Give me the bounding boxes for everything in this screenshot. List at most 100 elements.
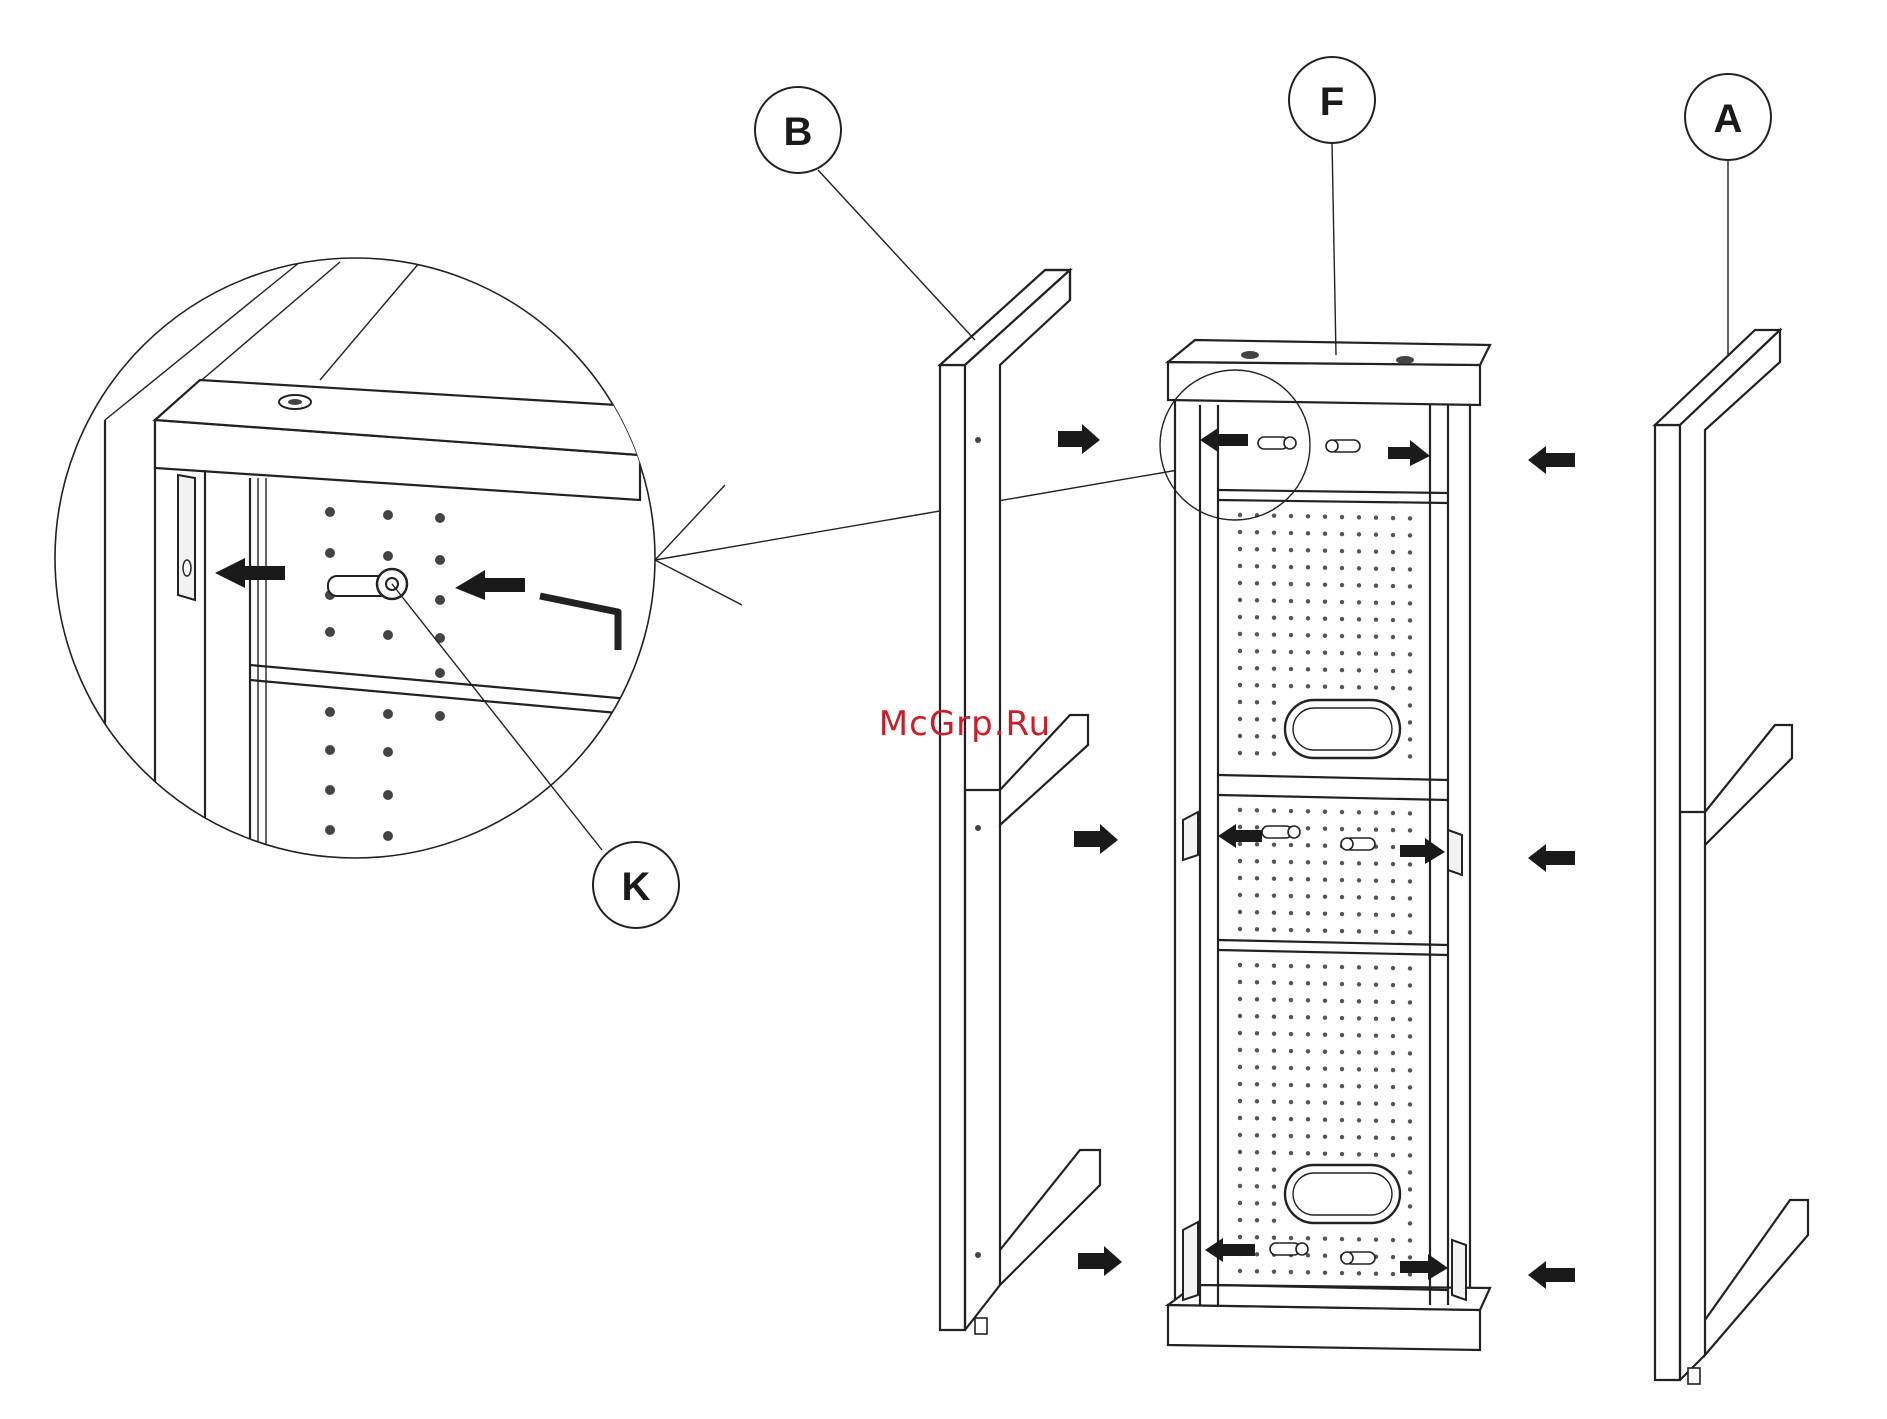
perforation-hole bbox=[1374, 879, 1378, 883]
perforation-hole bbox=[1357, 861, 1361, 865]
perforation-hole bbox=[1323, 583, 1327, 587]
perforation-hole bbox=[1357, 532, 1361, 536]
perforation-hole bbox=[1238, 598, 1242, 602]
perforation-hole bbox=[1408, 1204, 1412, 1208]
perforation-hole bbox=[1374, 1153, 1378, 1157]
perforation-hole bbox=[1408, 584, 1412, 588]
perforation-hole bbox=[1289, 582, 1293, 586]
perforation-hole bbox=[1408, 1000, 1412, 1004]
perforation-hole bbox=[1238, 980, 1242, 984]
perforation-hole bbox=[1408, 686, 1412, 690]
perforation-hole bbox=[1238, 632, 1242, 636]
perforation-hole bbox=[1306, 599, 1310, 603]
arrow-a-top-icon bbox=[1528, 446, 1575, 474]
perforation-hole bbox=[1357, 965, 1361, 969]
perforation-hole bbox=[1272, 683, 1276, 687]
perforation-hole bbox=[1357, 668, 1361, 672]
perforation-hole bbox=[1357, 617, 1361, 621]
perforation-hole bbox=[1306, 1270, 1310, 1274]
perforation-hole bbox=[1289, 1032, 1293, 1036]
perforation-hole bbox=[1272, 1014, 1276, 1018]
perforation-hole bbox=[1255, 615, 1259, 619]
perforation-hole bbox=[1323, 1152, 1327, 1156]
perforation-hole bbox=[1238, 530, 1242, 534]
perforation-hole bbox=[1391, 966, 1395, 970]
perforation-hole bbox=[1255, 1269, 1259, 1273]
perforation-hole bbox=[1306, 928, 1310, 932]
perforation-hole bbox=[1272, 1133, 1276, 1137]
perforation-hole bbox=[1340, 1101, 1344, 1105]
perforation-hole bbox=[1408, 550, 1412, 554]
perforation-hole bbox=[1323, 1254, 1327, 1258]
perforation-hole bbox=[1323, 1033, 1327, 1037]
perforation-hole bbox=[1408, 533, 1412, 537]
perforation-hole bbox=[1374, 828, 1378, 832]
perforation-hole bbox=[1340, 617, 1344, 621]
perforation-hole bbox=[1306, 911, 1310, 915]
perforation-hole bbox=[1238, 927, 1242, 931]
perforation-hole bbox=[1238, 1014, 1242, 1018]
perforation-hole bbox=[1408, 983, 1412, 987]
perforation-hole bbox=[1238, 734, 1242, 738]
perforation-hole bbox=[1357, 810, 1361, 814]
perforation-hole bbox=[1408, 1170, 1412, 1174]
perforation-hole bbox=[1374, 618, 1378, 622]
perforation-hole bbox=[1272, 1065, 1276, 1069]
callout-a-label: A bbox=[1714, 97, 1743, 141]
perforation-hole bbox=[1272, 598, 1276, 602]
perforation-hole bbox=[1408, 601, 1412, 605]
perforation-hole bbox=[1238, 513, 1242, 517]
perforation-hole bbox=[1408, 930, 1412, 934]
perforation-hole bbox=[1238, 1048, 1242, 1052]
perforation-hole bbox=[1323, 929, 1327, 933]
perforation-hole bbox=[1408, 966, 1412, 970]
arrow-a-bot-icon bbox=[1528, 1261, 1575, 1289]
perforation-hole bbox=[1340, 982, 1344, 986]
perforation-hole bbox=[1289, 650, 1293, 654]
perforation-hole bbox=[1323, 912, 1327, 916]
perforation-hole bbox=[1272, 751, 1276, 755]
perforation-hole bbox=[1255, 632, 1259, 636]
perforation-hole bbox=[1289, 548, 1293, 552]
perforation-hole bbox=[1323, 1050, 1327, 1054]
perforation-hole bbox=[1391, 533, 1395, 537]
perforation-hole bbox=[1323, 1101, 1327, 1105]
side-panel-b bbox=[940, 270, 1100, 1334]
perforation-hole bbox=[1238, 825, 1242, 829]
perforation-hole bbox=[1340, 651, 1344, 655]
perforation-hole bbox=[1306, 582, 1310, 586]
perforation-hole bbox=[1391, 1102, 1395, 1106]
perforation-hole bbox=[1238, 700, 1242, 704]
perforation-hole bbox=[1357, 982, 1361, 986]
perforation-hole bbox=[1272, 859, 1276, 863]
perforation-hole bbox=[1357, 1050, 1361, 1054]
perforation-hole bbox=[1255, 530, 1259, 534]
perforation-hole bbox=[1289, 877, 1293, 881]
perforation-hole bbox=[1340, 1084, 1344, 1088]
perforation-hole bbox=[1272, 1235, 1276, 1239]
perforation-hole bbox=[1374, 1102, 1378, 1106]
perforation-hole bbox=[1272, 513, 1276, 517]
perforation-hole bbox=[1272, 581, 1276, 585]
perforation-hole bbox=[1323, 1118, 1327, 1122]
perforation-hole bbox=[1289, 531, 1293, 535]
perforation-hole bbox=[1323, 1084, 1327, 1088]
perforation-hole bbox=[1357, 1084, 1361, 1088]
perforation-hole bbox=[1238, 1065, 1242, 1069]
perforation-hole bbox=[1391, 913, 1395, 917]
perforation-hole bbox=[1340, 999, 1344, 1003]
perforation-hole bbox=[1340, 600, 1344, 604]
perforation-hole bbox=[1408, 1017, 1412, 1021]
perforation-hole bbox=[1323, 566, 1327, 570]
perforation-hole bbox=[1289, 565, 1293, 569]
perforation-hole bbox=[1289, 684, 1293, 688]
perforation-hole bbox=[1272, 530, 1276, 534]
perforation-hole bbox=[1289, 1236, 1293, 1240]
perforation-hole bbox=[1238, 751, 1242, 755]
perforation-hole bbox=[1306, 1083, 1310, 1087]
perforation-hole bbox=[1391, 1272, 1395, 1276]
perforation-hole bbox=[1408, 1085, 1412, 1089]
perforation-hole bbox=[1374, 983, 1378, 987]
perforation-hole bbox=[1323, 895, 1327, 899]
